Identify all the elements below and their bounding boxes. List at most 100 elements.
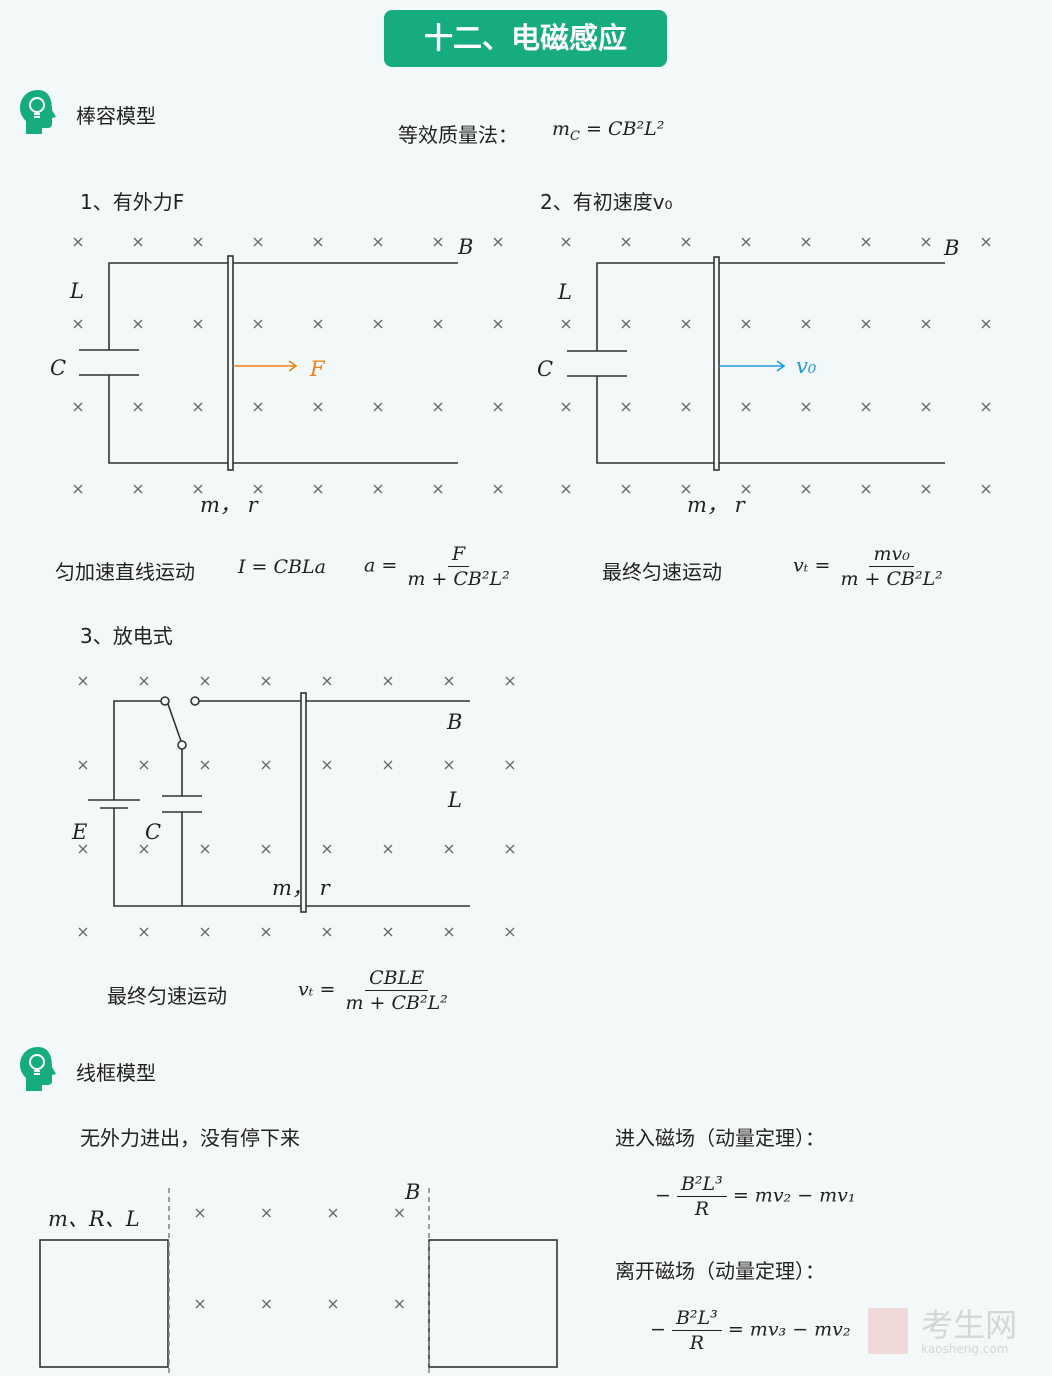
field-cross-icon xyxy=(921,237,931,247)
field-cross-icon xyxy=(433,237,443,247)
field-cross-icon xyxy=(801,402,811,412)
field-cross-icon xyxy=(981,319,991,329)
field-cross-icon xyxy=(741,319,751,329)
field-cross-icon xyxy=(681,319,691,329)
field-cross-icon xyxy=(801,484,811,494)
field-cross-icon xyxy=(505,927,515,937)
field-cross-icon xyxy=(373,484,383,494)
label-v0: v₀ xyxy=(796,354,817,378)
field-cross-icon xyxy=(322,676,332,686)
field-cross-icon xyxy=(133,402,143,412)
field-cross-icon xyxy=(433,319,443,329)
field-cross-icon xyxy=(681,484,691,494)
field-cross-icon xyxy=(78,676,88,686)
field-cross-icon xyxy=(561,319,571,329)
field-cross-icon xyxy=(139,760,149,770)
label-L: L xyxy=(69,279,84,303)
field-cross-icon xyxy=(133,237,143,247)
label-m-R-L: m、R、L xyxy=(48,1207,140,1231)
field-cross-icon xyxy=(741,237,751,247)
frame-description: 无外力进出，没有停下来 xyxy=(80,1126,300,1150)
label-m-r: m， r xyxy=(687,493,747,517)
field-cross-icon xyxy=(253,484,263,494)
field-cross-icon xyxy=(921,319,931,329)
field-cross-icon xyxy=(73,484,83,494)
field-cross-icon xyxy=(921,484,931,494)
field-cross-icon xyxy=(200,927,210,937)
field-cross-icon xyxy=(200,844,210,854)
field-cross-icon xyxy=(383,844,393,854)
circuit-diagram-1 xyxy=(79,255,458,471)
field-cross-icon xyxy=(139,676,149,686)
case2-title: 2、有初速度v₀ xyxy=(540,190,673,214)
field-cross-icon xyxy=(261,927,271,937)
field-cross-icon xyxy=(195,1299,205,1309)
watermark-logo: 考生网 kaosheng.com xyxy=(868,1308,1017,1356)
label-m-r: m， r xyxy=(200,493,260,517)
field-cross-icon xyxy=(561,402,571,412)
field-cross-icon xyxy=(433,484,443,494)
field-cross-icon xyxy=(322,844,332,854)
field-cross-icon xyxy=(73,402,83,412)
field-cross-icon xyxy=(861,484,871,494)
field-cross-icon xyxy=(444,760,454,770)
label-L: L xyxy=(557,280,572,304)
field-cross-icon xyxy=(981,402,991,412)
field-cross-icon xyxy=(253,319,263,329)
field-cross-icon xyxy=(493,237,503,247)
label-B: B xyxy=(457,235,473,259)
label-E: E xyxy=(71,820,87,844)
field-cross-icon xyxy=(861,402,871,412)
field-cross-icon xyxy=(444,927,454,937)
field-cross-icon xyxy=(383,927,393,937)
circuit-diagram-3 xyxy=(88,692,470,913)
field-cross-icon xyxy=(621,319,631,329)
field-cross-icon xyxy=(444,676,454,686)
field-cross-icon xyxy=(681,237,691,247)
field-cross-icon xyxy=(193,402,203,412)
field-cross-icon xyxy=(493,402,503,412)
field-cross-icon xyxy=(313,319,323,329)
field-cross-icon xyxy=(78,760,88,770)
force-arrow xyxy=(233,360,298,372)
field-cross-icon xyxy=(328,1299,338,1309)
field-cross-icon xyxy=(139,844,149,854)
field-cross-icon xyxy=(322,927,332,937)
field-cross-icon xyxy=(921,402,931,412)
field-cross-icon xyxy=(200,676,210,686)
page-title: 十二、电磁感应 xyxy=(384,10,667,67)
section-title-rod-capacitor: 棒容模型 xyxy=(76,104,156,128)
label-F: F xyxy=(309,357,326,381)
label-L: L xyxy=(447,788,462,812)
label-B: B xyxy=(404,1180,420,1204)
field-cross-icon xyxy=(195,1208,205,1218)
field-cross-icon xyxy=(741,484,751,494)
field-cross-icon xyxy=(253,237,263,247)
field-cross-icon xyxy=(193,319,203,329)
field-cross-icon xyxy=(505,760,515,770)
field-cross-icon xyxy=(261,676,271,686)
leave-field-label: 离开磁场（动量定理）： xyxy=(615,1259,825,1283)
field-cross-icon xyxy=(741,402,751,412)
field-cross-icon xyxy=(493,319,503,329)
equiv-mass-label: 等效质量法： xyxy=(398,123,518,147)
case1-title: 1、有外力F xyxy=(80,190,185,214)
label-m-r: m， r xyxy=(272,876,332,900)
section-title-wire-frame: 线框模型 xyxy=(76,1061,156,1085)
case2-motion: 最终匀速运动 xyxy=(602,560,722,584)
field-cross-icon xyxy=(383,760,393,770)
field-cross-icon xyxy=(133,319,143,329)
field-cross-icon xyxy=(561,237,571,247)
case3-title: 3、放电式 xyxy=(80,624,173,648)
label-B: B xyxy=(446,710,462,734)
field-cross-icon xyxy=(373,319,383,329)
field-cross-icon xyxy=(313,484,323,494)
field-cross-icon xyxy=(262,1299,271,1309)
field-cross-icon xyxy=(313,402,323,412)
